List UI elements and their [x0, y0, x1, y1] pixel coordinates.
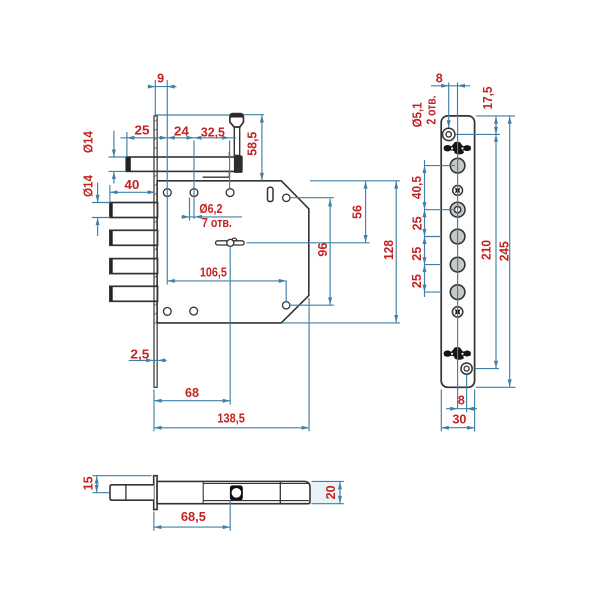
svg-text:8: 8	[458, 393, 465, 407]
svg-text:245: 245	[497, 241, 511, 261]
svg-text:58,5: 58,5	[245, 132, 259, 156]
svg-text:68: 68	[185, 386, 199, 400]
svg-text:138,5: 138,5	[217, 412, 245, 426]
svg-text:17,5: 17,5	[481, 86, 495, 109]
svg-text:15: 15	[82, 476, 96, 490]
svg-text:40,5: 40,5	[410, 176, 424, 199]
svg-text:24: 24	[174, 124, 189, 138]
svg-text:20: 20	[324, 485, 338, 499]
svg-text:96: 96	[316, 243, 330, 257]
svg-text:2 отв.: 2 отв.	[424, 96, 438, 125]
svg-text:8: 8	[436, 72, 443, 86]
svg-text:106,5: 106,5	[200, 266, 227, 280]
svg-text:Ø5,1: Ø5,1	[410, 102, 424, 127]
svg-text:210: 210	[479, 240, 493, 260]
svg-text:Ø6,2: Ø6,2	[199, 202, 222, 216]
svg-text:25: 25	[135, 124, 150, 138]
svg-text:40: 40	[124, 178, 139, 192]
svg-text:Ø14: Ø14	[82, 175, 96, 197]
svg-text:56: 56	[350, 205, 364, 219]
svg-text:128: 128	[382, 240, 396, 260]
svg-text:9: 9	[157, 71, 164, 85]
svg-text:Ø14: Ø14	[82, 131, 96, 153]
svg-text:30: 30	[452, 412, 466, 426]
svg-text:7 отв.: 7 отв.	[202, 216, 232, 230]
svg-text:32,5: 32,5	[201, 125, 225, 139]
svg-text:25: 25	[410, 247, 424, 261]
svg-text:25: 25	[410, 274, 424, 288]
svg-text:68,5: 68,5	[181, 510, 206, 524]
svg-text:2,5: 2,5	[130, 347, 149, 361]
svg-text:25: 25	[410, 216, 424, 230]
